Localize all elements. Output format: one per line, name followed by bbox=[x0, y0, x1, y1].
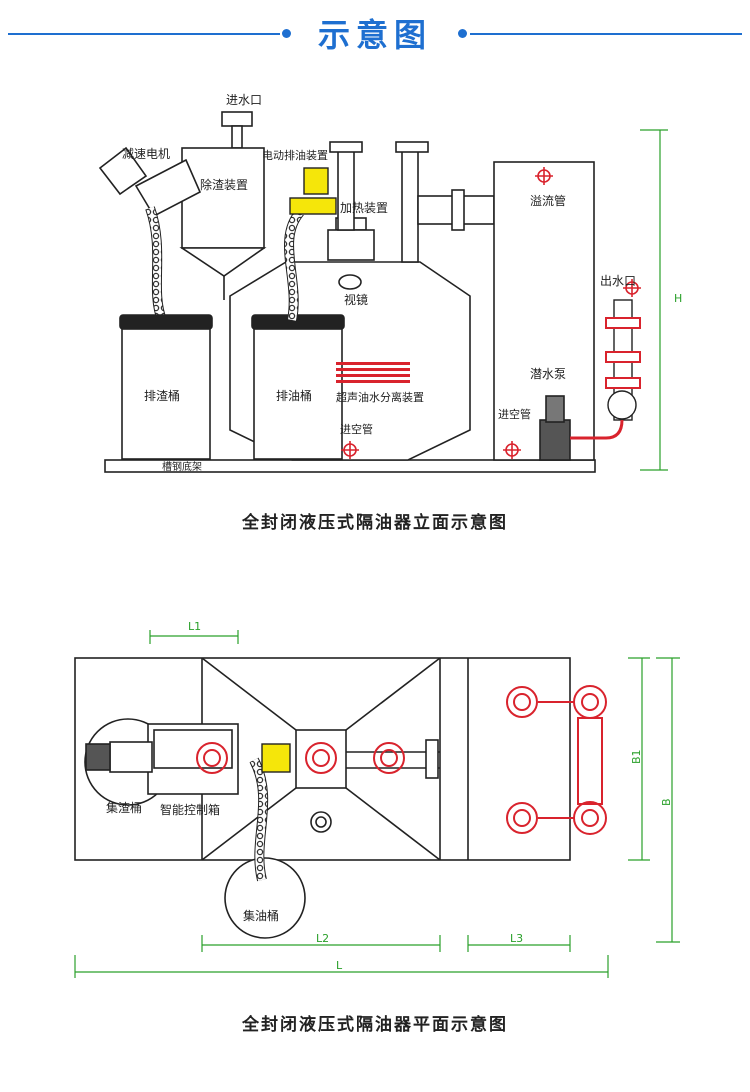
label-inlet: 进水口 bbox=[226, 93, 262, 107]
sight-glass-icon bbox=[338, 274, 362, 290]
label-submersible-pump: 潜水泵 bbox=[530, 367, 566, 381]
slag-bucket bbox=[121, 328, 211, 460]
dimension-b-label: B bbox=[660, 798, 673, 806]
inlet-flange bbox=[221, 111, 253, 127]
label-oil-collector: 集油桶 bbox=[243, 908, 279, 923]
dimension-b1-label: B1 bbox=[630, 749, 643, 764]
dimension-l1-label: L1 bbox=[188, 620, 201, 633]
slag-bucket-lid bbox=[119, 314, 213, 330]
submersible-pump bbox=[539, 419, 571, 461]
dimension-h bbox=[640, 129, 668, 471]
label-ultrasonic: 超声油水分离装置 bbox=[336, 390, 424, 404]
dimension-l2-label: L2 bbox=[316, 932, 329, 945]
label-slag-collector: 集渣桶 bbox=[106, 800, 142, 815]
plan-flanges bbox=[196, 685, 607, 835]
label-sight-glass: 视镜 bbox=[344, 292, 368, 307]
dimension-l3-label: L3 bbox=[510, 932, 523, 945]
electric-valve-icon bbox=[303, 167, 329, 195]
header-rule-right bbox=[470, 33, 742, 35]
section-header: 示意图 bbox=[0, 0, 750, 70]
oil-bucket bbox=[253, 328, 343, 460]
slag-removal-body bbox=[181, 147, 265, 249]
dimension-l-label: L bbox=[336, 959, 343, 972]
label-control-box: 智能控制箱 bbox=[160, 802, 220, 817]
header-dot-right bbox=[458, 29, 467, 38]
motor-body bbox=[98, 146, 148, 196]
header-rule-left bbox=[8, 33, 280, 35]
outlet-pipe-column bbox=[570, 299, 641, 440]
screw-conveyor bbox=[134, 158, 202, 218]
plan-diagram: L1 L2 L3 L B1 B 集渣桶 智能控制箱 集油桶 bbox=[74, 620, 680, 978]
oil-collector bbox=[224, 857, 306, 939]
slag-hopper bbox=[179, 247, 267, 277]
plan-dimensions bbox=[74, 630, 680, 978]
ultrasonic-device bbox=[336, 362, 410, 383]
label-slag-removal: 除渣装置 bbox=[200, 177, 248, 192]
label-base: 槽钢底架 bbox=[162, 460, 202, 473]
header-title: 示意图 bbox=[317, 16, 432, 54]
label-slag-bucket: 排渣桶 bbox=[144, 388, 180, 403]
header-dot-left bbox=[282, 29, 291, 38]
label-overflow-pipe: 溢流管 bbox=[530, 193, 566, 208]
elevation-diagram: H 进水口 减速电机 除渣装置 电动排油装置 加热装置 视镜 溢流管 出水口 潜… bbox=[98, 93, 682, 473]
central-chamber bbox=[295, 729, 347, 789]
plan-caption: 全封闭液压式隔油器平面示意图 bbox=[242, 1015, 508, 1035]
oil-bucket-lid bbox=[251, 314, 345, 330]
elevation-caption: 全封闭液压式隔油器立面示意图 bbox=[242, 513, 508, 533]
label-heater: 加热装置 bbox=[340, 201, 388, 215]
label-vent-pipe-left: 进空管 bbox=[340, 422, 373, 436]
label-vent-pipe-right: 进空管 bbox=[498, 407, 531, 421]
heater-box bbox=[327, 229, 375, 261]
label-outlet: 出水口 bbox=[600, 274, 636, 288]
label-motor: 减速电机 bbox=[122, 147, 170, 161]
label-electric-oil-discharge: 电动排油装置 bbox=[262, 148, 328, 162]
dimension-h-label: H bbox=[674, 292, 682, 305]
label-oil-bucket: 排油桶 bbox=[276, 388, 312, 403]
plan-electric-valve bbox=[261, 743, 291, 773]
